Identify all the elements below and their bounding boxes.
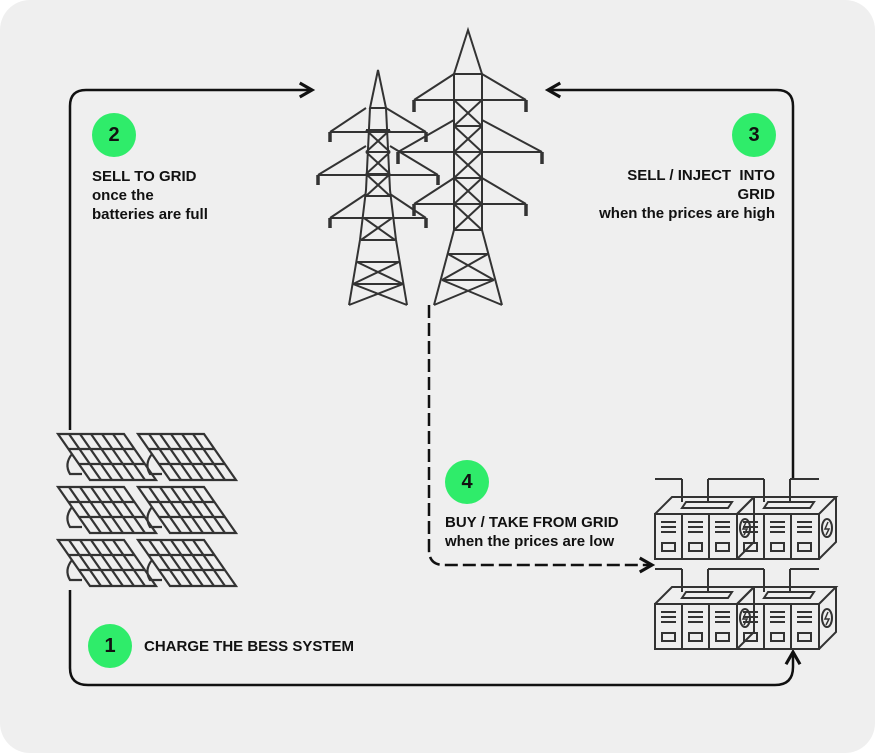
step-3-subtitle: when the prices are high xyxy=(599,205,775,222)
flow-line-solar-to-grid xyxy=(68,81,316,430)
step-3-label: SELL / INJECT INTO GRID when the prices … xyxy=(599,166,775,223)
step-4-title: BUY / TAKE FROM GRID xyxy=(445,514,619,531)
step-1-label: CHARGE THE BESS SYSTEM xyxy=(144,637,354,656)
step-2-label: SELL TO GRID once the batteries are full xyxy=(92,167,208,224)
step-3-number: 3 xyxy=(748,123,760,146)
flow-line-grid-to-battery xyxy=(427,305,656,574)
solar-panels-icon xyxy=(55,432,238,588)
step-1-title: CHARGE THE BESS SYSTEM xyxy=(144,638,355,655)
tower-right-icon xyxy=(396,26,544,306)
step-2-number: 2 xyxy=(108,123,120,146)
step-4-badge: 4 xyxy=(445,460,489,504)
flow-line-solar-to-battery xyxy=(68,590,802,687)
transmission-towers-icon xyxy=(316,26,544,306)
step-4-label: BUY / TAKE FROM GRID when the prices are… xyxy=(445,513,619,551)
step-2-subtitle-line-2: batteries are full xyxy=(92,206,208,223)
step-4-subtitle: when the prices are low xyxy=(445,533,615,550)
step-1-number: 1 xyxy=(104,634,116,657)
step-3-title-line-2: GRID xyxy=(737,186,776,203)
step-2-subtitle-line-1: once the xyxy=(92,187,154,204)
battery-storage-icon xyxy=(654,478,837,650)
flow-line-battery-to-grid xyxy=(544,81,795,478)
step-2-badge: 2 xyxy=(92,113,136,157)
step-3-title-line-1: SELL / INJECT INTO xyxy=(627,167,775,184)
step-4-number: 4 xyxy=(461,470,473,493)
step-2-title: SELL TO GRID xyxy=(92,168,197,185)
step-1-badge: 1 xyxy=(88,624,132,668)
step-3-badge: 3 xyxy=(732,113,776,157)
tower-left-icon xyxy=(316,69,440,306)
